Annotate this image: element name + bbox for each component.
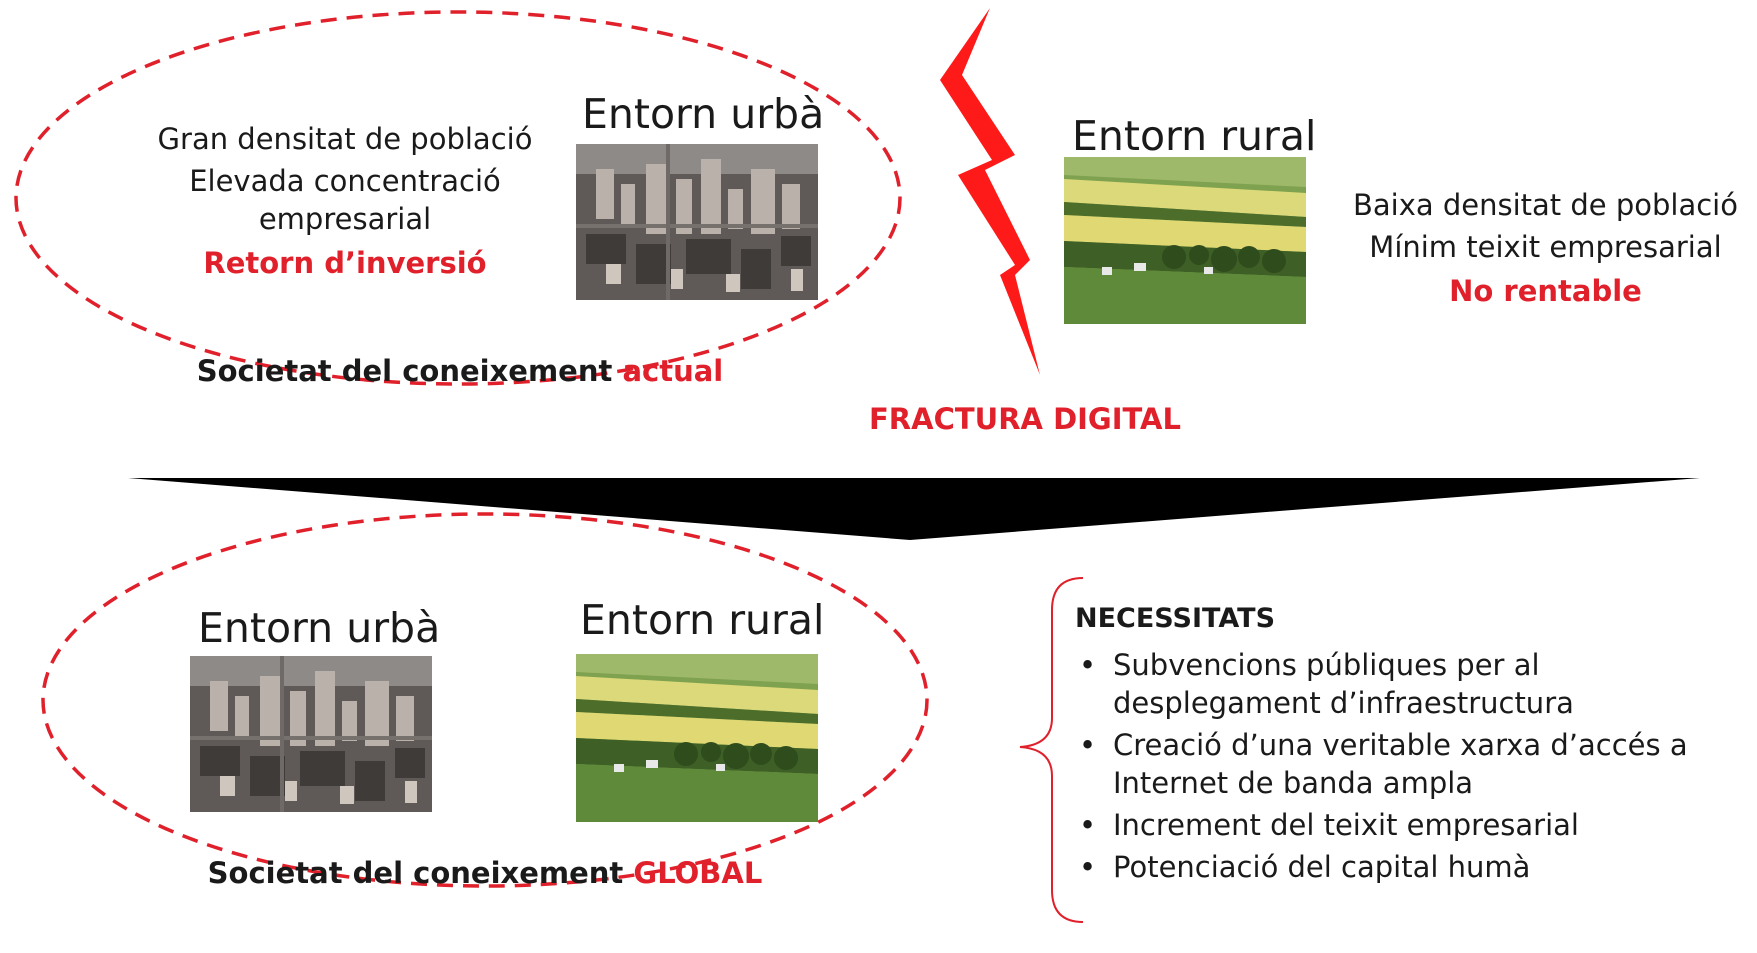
lightning-bolt [940, 8, 1040, 375]
needs-list: • Subvencions públiques per al desplegam… [1075, 646, 1755, 886]
bottom-dashed-ellipse [41, 512, 929, 888]
top-urban-title: Entorn urbà [582, 90, 825, 138]
bullet-icon: • [1079, 850, 1097, 884]
needs-heading: NECESSITATS [1075, 603, 1276, 634]
top-field-photo [1064, 157, 1306, 324]
divider-arrow [128, 478, 1700, 540]
rural-highlight: No rentable [1449, 274, 1642, 308]
need-2-line-2: Internet de banda ampla [1113, 766, 1474, 800]
list-item: • Increment del teixit empresarial [1075, 806, 1755, 844]
top-rural-title: Entorn rural [1072, 112, 1317, 160]
bottom-city-photo [190, 656, 432, 812]
urban-description: Gran densitat de població Elevada concen… [120, 120, 570, 282]
need-3-line-1: Increment del teixit empresarial [1113, 808, 1579, 842]
list-item: • Subvencions públiques per al desplegam… [1075, 646, 1755, 722]
bottom-urban-title: Entorn urbà [198, 604, 441, 652]
bullet-icon: • [1079, 728, 1097, 762]
bottom-caption: Societat del coneixement GLOBAL [200, 854, 770, 892]
urban-line-2: Elevada concentració [189, 164, 501, 198]
needs-panel: NECESSITATS • Subvencions públiques per … [1075, 600, 1755, 890]
urban-line-3: empresarial [258, 202, 432, 236]
rural-description: Baixa densitat de població Mínim teixit … [1338, 186, 1753, 310]
top-dashed-ellipse [14, 10, 902, 386]
needs-brace [1019, 577, 1084, 923]
need-1-line-1: Subvencions públiques per al [1113, 648, 1540, 682]
urban-line-1: Gran densitat de població [157, 122, 533, 156]
top-city-photo [576, 144, 818, 300]
bottom-caption-highlight: GLOBAL [633, 856, 763, 890]
list-item: • Creació d’una veritable xarxa d’accés … [1075, 726, 1755, 802]
fracture-label: FRACTURA DIGITAL [869, 402, 1181, 436]
bullet-icon: • [1079, 648, 1097, 682]
top-caption-highlight: actual [622, 354, 724, 388]
top-caption: Societat del coneixement actual [180, 352, 740, 390]
top-caption-prefix: Societat del coneixement [196, 354, 613, 388]
need-1-line-2: desplegament d’infraestructura [1113, 686, 1574, 720]
rural-line-2: Mínim teixit empresarial [1369, 230, 1722, 264]
urban-highlight: Retorn d’inversió [203, 246, 487, 280]
bottom-rural-title: Entorn rural [580, 596, 825, 644]
need-2-line-1: Creació d’una veritable xarxa d’accés a [1113, 728, 1688, 762]
need-4-line-1: Potenciació del capital humà [1113, 850, 1531, 884]
bottom-caption-prefix: Societat del coneixement [207, 856, 624, 890]
bullet-icon: • [1079, 808, 1097, 842]
rural-line-1: Baixa densitat de població [1352, 188, 1738, 222]
list-item: • Potenciació del capital humà [1075, 848, 1755, 886]
bottom-field-photo [576, 654, 818, 822]
